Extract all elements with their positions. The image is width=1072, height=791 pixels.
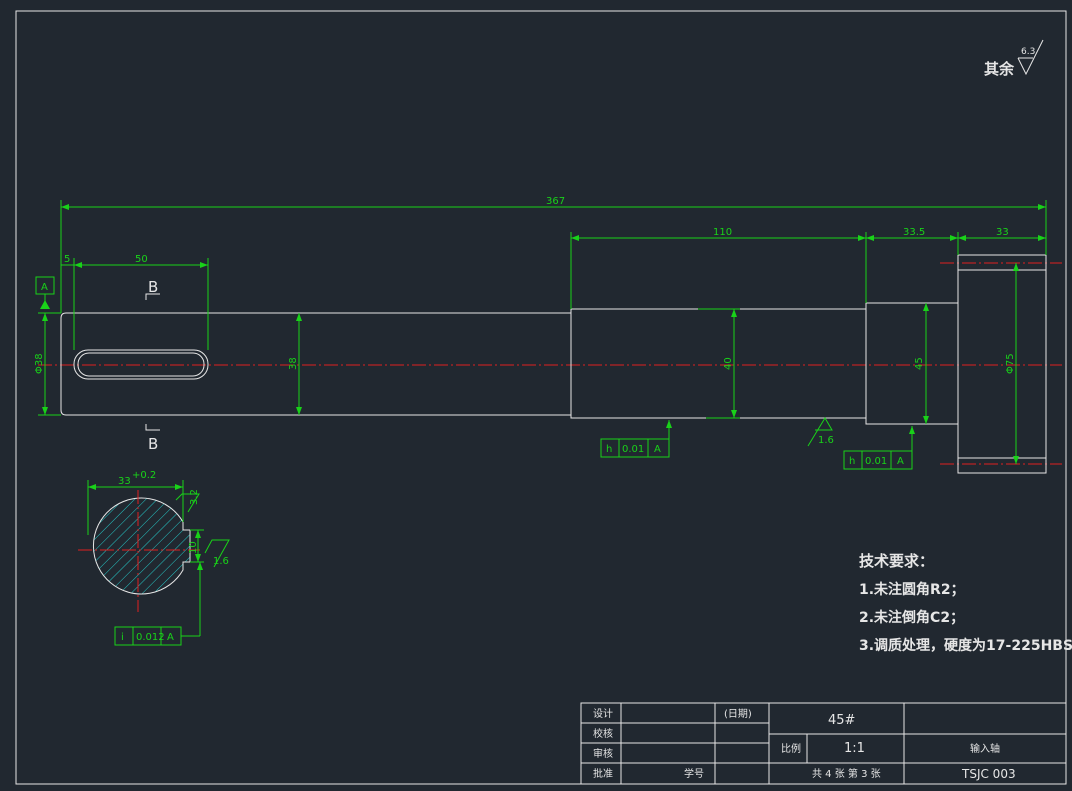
- datum-a: A: [35, 276, 55, 309]
- tb-sign: 学号: [684, 767, 704, 780]
- section-10-text: 10: [188, 541, 199, 554]
- dim-keyway: 5 50: [61, 254, 209, 350]
- dim-keyway-length-text: 50: [135, 254, 148, 265]
- rough-1-6-text: 1.6: [818, 435, 834, 446]
- tb-approve: 批准: [593, 767, 613, 780]
- dim-dia-left-text: Φ38: [34, 353, 45, 374]
- tb-part-name: 输入轴: [970, 742, 1000, 755]
- title-block: 设计 校核 审核 批准 (日期) 学号 45# 比例 1:1 共 4 张 第 3…: [580, 702, 1067, 785]
- dim-38-text: 38: [288, 357, 299, 370]
- tb-date: (日期): [724, 708, 752, 720]
- tb-scale-label: 比例: [781, 742, 801, 755]
- tol3-symbol: i: [121, 632, 124, 643]
- roughness-note-value: 6.3: [1021, 47, 1035, 57]
- roughness-note-label: 其余: [984, 60, 1015, 78]
- tolerance-frame-2: h 0.01 A: [843, 426, 915, 470]
- tol1-symbol: h: [606, 444, 612, 455]
- tb-scale: 1:1: [844, 741, 865, 756]
- tolerance-frame-1: h 0.01 A: [600, 420, 672, 458]
- tol1-value: 0.01: [622, 444, 644, 455]
- tol2-symbol: h: [849, 456, 855, 467]
- tb-design: 设计: [593, 707, 613, 720]
- keyway-slot: [73, 349, 209, 380]
- section-33-text: 33: [118, 476, 131, 487]
- dim-keyway-offset-text: 5: [64, 254, 70, 265]
- dim-right-segments: 110 33.5 33: [570, 227, 1046, 309]
- tol3-datum: A: [167, 632, 174, 643]
- datum-a-text: A: [41, 282, 48, 293]
- tb-sheets: 共 4 张 第 3 张: [812, 767, 881, 780]
- dim-45-text: 45: [914, 357, 925, 370]
- tb-drawing-no: TSJC 003: [961, 767, 1016, 781]
- section-tol-text: +0.2: [132, 470, 156, 481]
- drawing-border: [15, 10, 1067, 785]
- dim-total-length: 367: [60, 196, 1047, 313]
- dim-110-text: 110: [713, 227, 732, 238]
- tol2-datum: A: [897, 456, 904, 467]
- rough-3-2-text: 3.2: [189, 489, 200, 505]
- dim-75-text: Φ75: [1005, 353, 1016, 374]
- tb-review: 审核: [593, 747, 613, 760]
- roughness-symbol-icon: [1017, 39, 1044, 76]
- section-label-bottom: B: [148, 435, 158, 453]
- technical-requirements: 技术要求： 1.未注圆角R2； 2.未注倒角C2； 3.调质处理，硬度为17-2…: [859, 552, 1072, 654]
- requirements-title: 技术要求：: [859, 552, 934, 570]
- dim-40-text: 40: [723, 357, 734, 370]
- roughness-1-6-shaft: 1.6: [807, 417, 834, 447]
- tb-material: 45#: [828, 713, 855, 728]
- section-hatch: [92, 497, 191, 595]
- tol1-datum: A: [654, 444, 661, 455]
- dim-total-length-text: 367: [546, 196, 565, 207]
- dim-33-5-text: 33.5: [903, 227, 925, 238]
- tol2-value: 0.01: [865, 456, 887, 467]
- dim-diameters: Φ38 38 40 45 Φ75: [34, 263, 1019, 464]
- section-view: 33 +0.2 10 3.2 1.6 i 0.012 A: [78, 470, 230, 646]
- roughness-note: 其余 6.3: [984, 39, 1044, 78]
- rough-1-6-section-text: 1.6: [213, 556, 229, 567]
- requirement-2: 2.未注倒角C2；: [859, 609, 964, 626]
- requirement-3: 3.调质处理，硬度为17-225HBS: [859, 637, 1072, 654]
- dim-33-text: 33: [996, 227, 1009, 238]
- section-marker-top: B: [145, 278, 160, 300]
- tol3-value: 0.012: [136, 632, 165, 643]
- section-label-top: B: [148, 278, 158, 296]
- shaft-outline: [60, 254, 1047, 474]
- requirement-1: 1.未注圆角R2；: [859, 581, 965, 598]
- tb-check: 校核: [593, 727, 613, 740]
- section-marker-bottom: B: [145, 424, 160, 453]
